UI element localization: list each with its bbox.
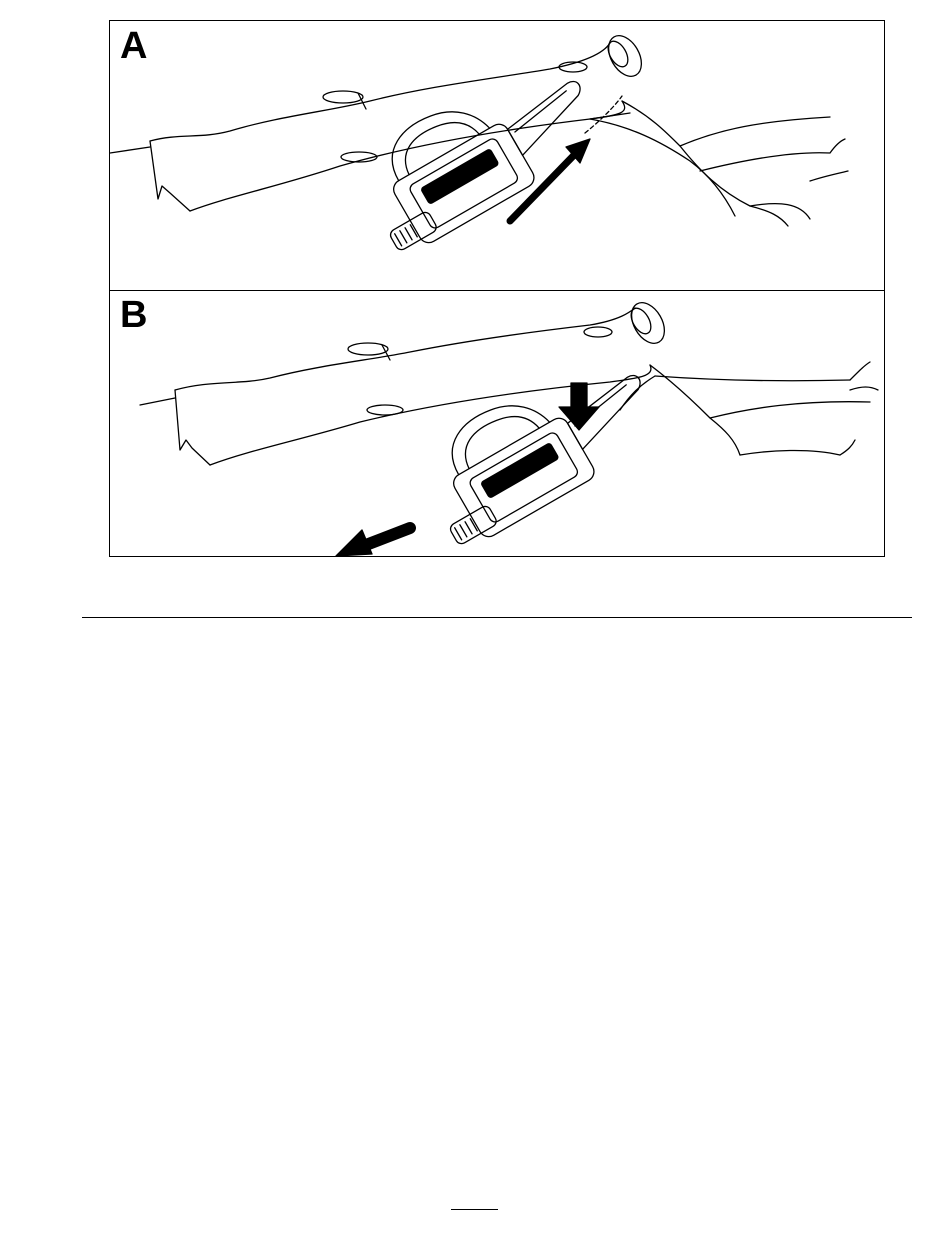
panel-a: A [110,21,884,291]
panel-b: B [110,290,884,556]
panel-a-illustration [110,21,884,289]
arrow-up-right-icon [510,139,590,221]
arrow-down-left-icon [336,528,410,556]
figure-cutting-log: A [109,20,885,557]
log-illustration [110,30,848,226]
panel-b-illustration [110,290,884,556]
horizontal-rule [82,617,912,618]
chainsaw-icon [408,337,671,553]
page-footer-line [451,1209,498,1210]
log-illustration [140,297,878,465]
